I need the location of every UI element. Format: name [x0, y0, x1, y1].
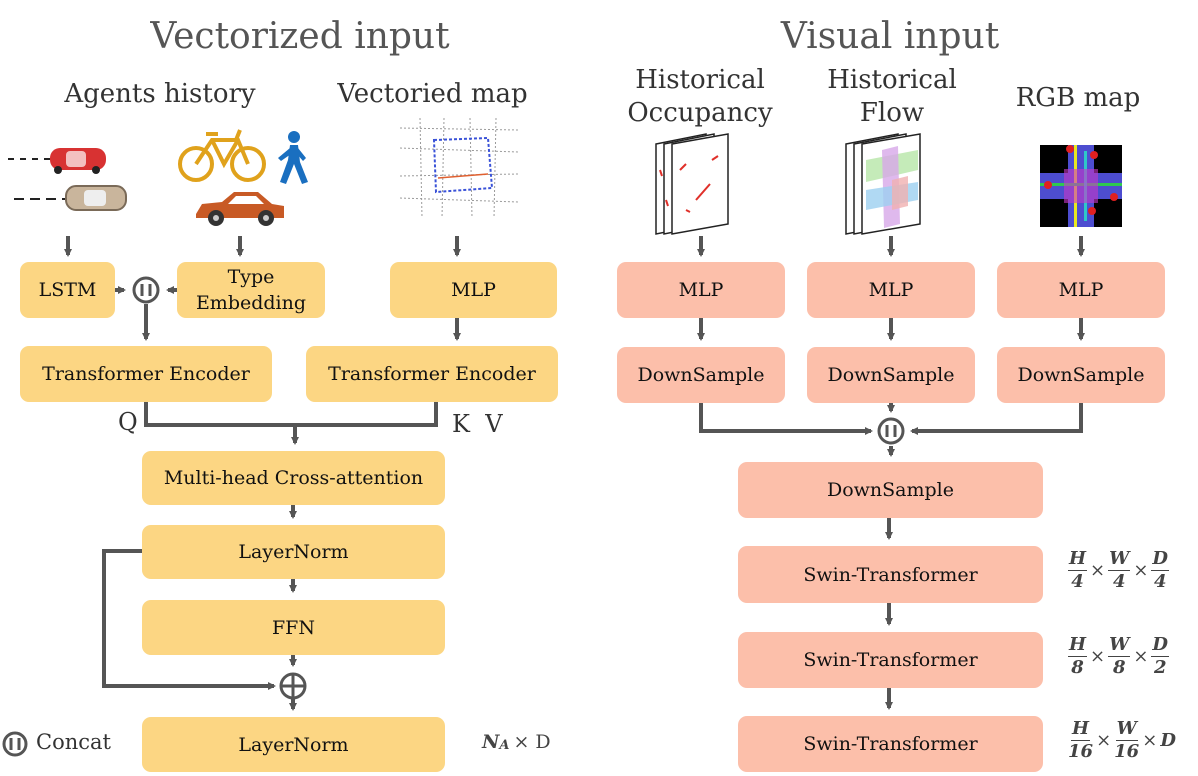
pedestrian-icon [278, 131, 308, 184]
connector-down3-concat [910, 403, 1083, 435]
connector-q [144, 401, 295, 427]
concat-icon-right [877, 417, 905, 445]
historical-flow-label: Historical Flow [827, 65, 957, 128]
type-embedding-box: Type Embedding [177, 262, 325, 318]
downsample-occupancy-box: DownSample [617, 347, 785, 403]
rgb-map-label: RGB map [1015, 83, 1141, 113]
car-silver-icon [14, 185, 127, 211]
layernorm-box-2: LayerNorm [142, 717, 445, 772]
visual-input-title: Visual input [780, 16, 1000, 57]
cross-attention-box: Multi-head Cross-attention [142, 451, 445, 505]
downsample-flow-box: DownSample [807, 347, 975, 403]
query-label: Q [118, 408, 138, 436]
residual-connector [102, 549, 276, 690]
swin-transformer-box-1: Swin-Transformer [738, 546, 1043, 603]
flow-field-icon [845, 133, 921, 235]
vectorized-map-label: Vectoried map [337, 79, 528, 109]
downsample-rgb-box: DownSample [997, 347, 1165, 403]
swin-transformer-box-3: Swin-Transformer [738, 716, 1043, 772]
connector-kv [295, 401, 438, 427]
mlp-rgb-box: MLP [997, 262, 1165, 318]
downsample-merged-box: DownSample [738, 462, 1043, 518]
car-orange-icon [196, 192, 284, 226]
car-red-icon [8, 148, 106, 174]
connector-down1-concat [699, 403, 873, 435]
occupancy-grid-icon [655, 133, 729, 235]
key-value-label: K V [452, 410, 503, 438]
vectorized-map-icon [400, 118, 518, 218]
mlp-occupancy-box: MLP [617, 262, 785, 318]
transformer-encoder-agents-box: Transformer Encoder [20, 346, 272, 402]
agents-history-label: Agents history [64, 79, 256, 109]
swin-transformer-box-2: Swin-Transformer [738, 632, 1043, 688]
mlp-map-box: MLP [390, 262, 557, 318]
historical-occupancy-label: Historical Occupancy [627, 65, 773, 128]
transformer-encoder-map-box: Transformer Encoder [306, 346, 558, 402]
concat-icon-left [132, 276, 160, 304]
ffn-box: FFN [142, 600, 445, 655]
concat-legend-icon [2, 731, 28, 757]
add-icon [279, 672, 307, 700]
bicycle-icon [178, 129, 266, 182]
mlp-flow-box: MLP [807, 262, 975, 318]
layernorm-box-1: LayerNorm [142, 525, 445, 579]
lstm-box: LSTM [20, 262, 115, 318]
rgb-map-icon [1040, 145, 1122, 227]
vectorized-input-title: Vectorized input [150, 16, 450, 57]
concat-legend-label: Concat [36, 730, 111, 754]
